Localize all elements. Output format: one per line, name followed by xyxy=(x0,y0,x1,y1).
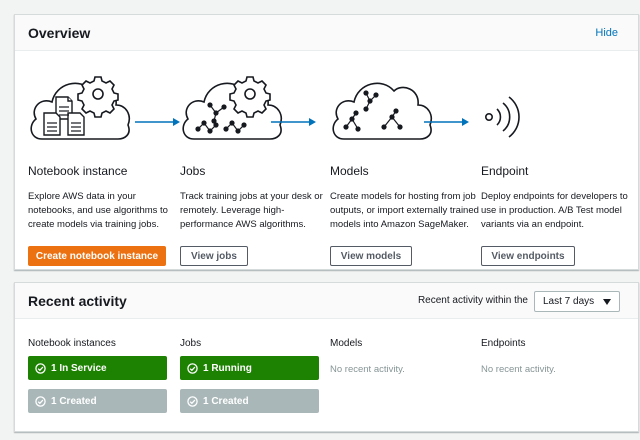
notebook-in-service-status[interactable]: 1 In Service xyxy=(28,356,167,380)
recent-activity-panel: Recent activity Recent activity within t… xyxy=(14,282,639,432)
activity-column-models: Models No recent activity. xyxy=(330,338,470,375)
overview-panel: Overview Hide Notebook instance Explor xyxy=(14,14,639,270)
step-title: Endpoint xyxy=(481,164,529,178)
jobs-cloud-icon xyxy=(182,76,283,140)
jobs-running-status[interactable]: 1 Running xyxy=(180,356,319,380)
endpoint-signal-icon xyxy=(485,96,520,138)
recent-activity-header: Recent activity Recent activity within t… xyxy=(15,283,638,319)
notebook-cloud-icon xyxy=(30,76,131,140)
step-description: Deploy endpoints for developers to use i… xyxy=(481,191,628,230)
step-description: Explore AWS data in your notebooks, and … xyxy=(28,191,168,230)
flow-arrow-icon xyxy=(271,118,316,126)
no-activity-text: No recent activity. xyxy=(330,364,405,375)
view-jobs-button[interactable]: View jobs xyxy=(180,246,248,266)
status-label: 1 Created xyxy=(51,395,97,407)
caret-down-icon xyxy=(603,299,611,305)
column-title: Models xyxy=(330,338,363,349)
range-select[interactable]: Last 7 days xyxy=(534,291,620,312)
column-title: Notebook instances xyxy=(28,338,116,349)
models-cloud-icon xyxy=(332,82,433,140)
step-description: Create models for hosting from job outpu… xyxy=(330,191,479,230)
range-select-value: Last 7 days xyxy=(543,296,595,307)
step-description: Track training jobs at your desk or remo… xyxy=(180,191,323,230)
step-title: Models xyxy=(330,164,369,178)
jobs-created-status[interactable]: 1 Created xyxy=(180,389,319,413)
hide-link[interactable]: Hide xyxy=(595,27,618,39)
check-circle-icon xyxy=(35,362,46,374)
overview-title: Overview xyxy=(28,25,91,41)
status-label: 1 Running xyxy=(203,362,252,374)
recent-activity-title: Recent activity xyxy=(28,293,127,309)
status-label: 1 Created xyxy=(203,395,249,407)
column-title: Jobs xyxy=(180,338,202,349)
activity-column-jobs: Jobs 1 Running 1 Created xyxy=(180,338,320,413)
view-endpoints-button[interactable]: View endpoints xyxy=(481,246,575,266)
create-notebook-instance-button[interactable]: Create notebook instance xyxy=(28,246,166,266)
no-activity-text: No recent activity. xyxy=(481,364,556,375)
overview-header: Overview Hide xyxy=(15,15,638,51)
activity-column-endpoints: Endpoints No recent activity. xyxy=(481,338,621,375)
step-title: Jobs xyxy=(180,164,206,178)
check-circle-icon xyxy=(35,395,46,407)
flow-arrow-icon xyxy=(135,118,180,126)
range-label: Recent activity within the xyxy=(417,295,528,306)
status-label: 1 In Service xyxy=(51,362,107,374)
check-circle-icon xyxy=(187,395,198,407)
view-models-button[interactable]: View models xyxy=(330,246,412,266)
flow-arrow-icon xyxy=(424,118,469,126)
notebook-created-status[interactable]: 1 Created xyxy=(28,389,167,413)
activity-column-notebook-instances: Notebook instances 1 In Service 1 Create… xyxy=(28,338,168,413)
column-title: Endpoints xyxy=(481,338,526,349)
check-circle-icon xyxy=(187,362,198,374)
step-title: Notebook instance xyxy=(28,164,128,178)
